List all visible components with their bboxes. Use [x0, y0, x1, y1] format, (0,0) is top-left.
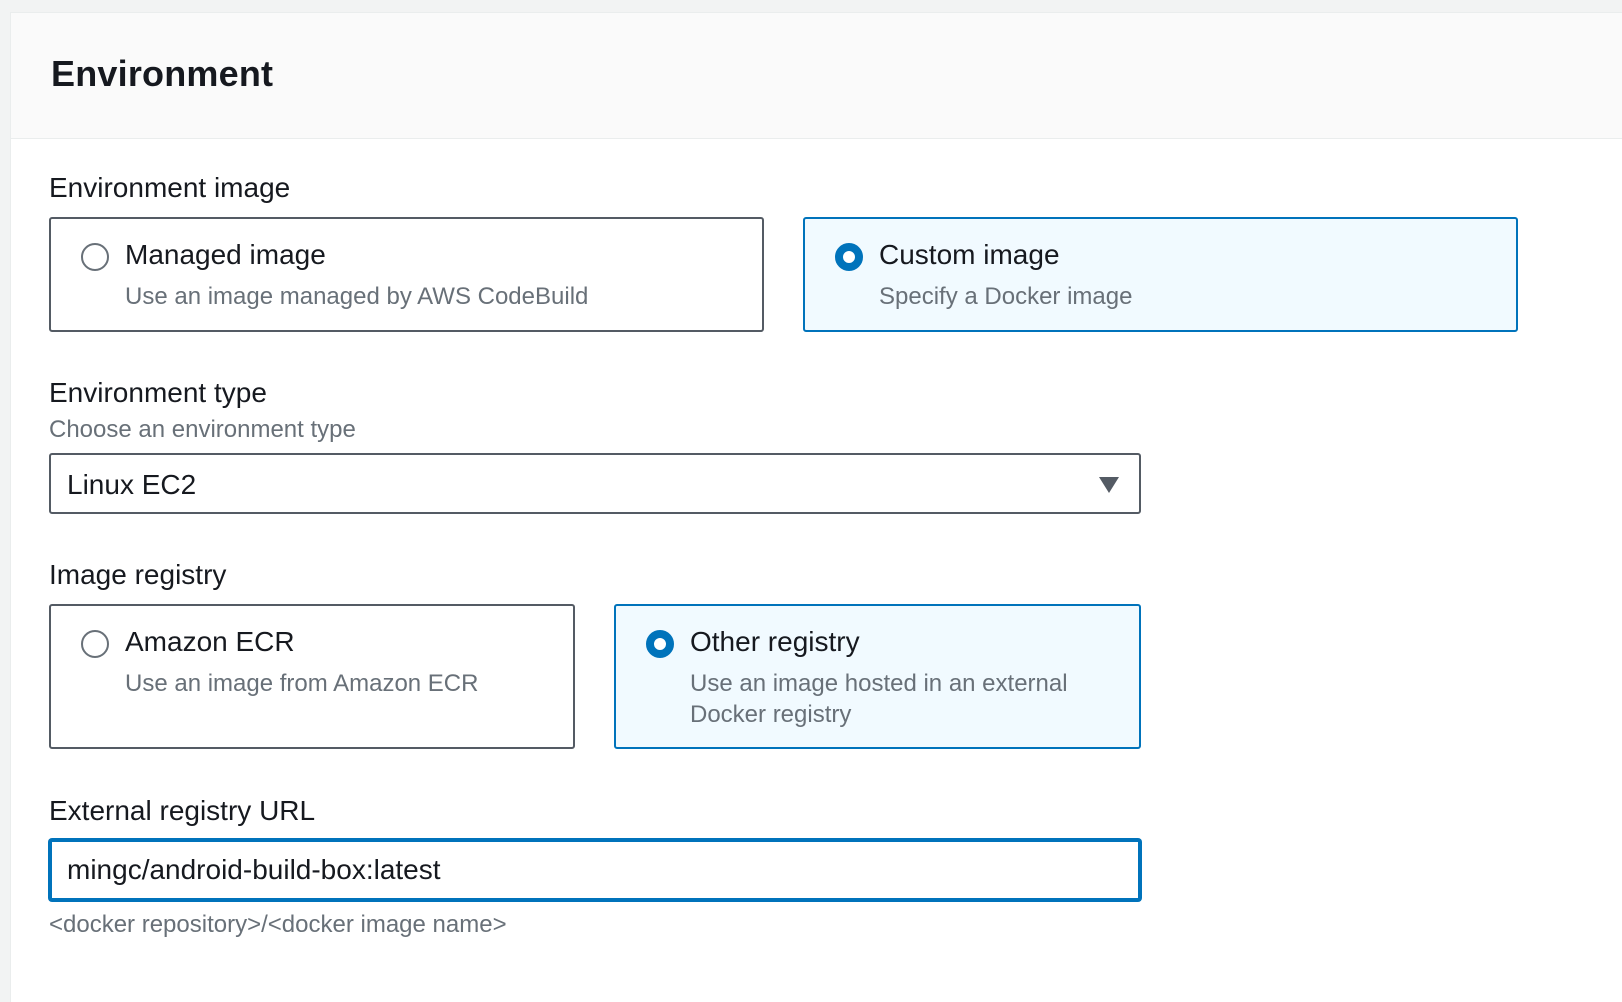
- panel-title: Environment: [51, 53, 274, 94]
- external-registry-url-input[interactable]: [49, 839, 1141, 901]
- custom-image-description: Specify a Docker image: [879, 283, 1133, 310]
- amazon-ecr-title: Amazon ECR: [125, 626, 295, 657]
- custom-image-title: Custom image: [879, 239, 1060, 270]
- external-registry-url-hint: <docker repository>/<docker image name>: [49, 911, 507, 938]
- custom-image-radio[interactable]: [835, 243, 863, 271]
- panel-header: Environment: [11, 13, 1622, 139]
- environment-type-label: Environment type: [49, 377, 267, 408]
- other-registry-option[interactable]: Other registry Use an image hosted in an…: [614, 604, 1141, 749]
- other-registry-title: Other registry: [690, 626, 860, 657]
- managed-image-description: Use an image managed by AWS CodeBuild: [125, 283, 589, 310]
- managed-image-title: Managed image: [125, 239, 326, 270]
- managed-image-radio[interactable]: [81, 243, 109, 271]
- other-registry-radio[interactable]: [646, 630, 674, 658]
- environment-type-select[interactable]: Linux EC2: [49, 453, 1141, 514]
- environment-image-label: Environment image: [49, 172, 291, 203]
- environment-type-description: Choose an environment type: [49, 416, 356, 443]
- amazon-ecr-option[interactable]: Amazon ECR Use an image from Amazon ECR: [49, 604, 575, 749]
- amazon-ecr-description: Use an image from Amazon ECR: [125, 670, 479, 697]
- environment-type-value: Linux EC2: [67, 469, 197, 500]
- caret-down-icon: [1099, 477, 1119, 493]
- managed-image-option[interactable]: Managed image Use an image managed by AW…: [49, 217, 764, 332]
- amazon-ecr-radio[interactable]: [81, 630, 109, 658]
- image-registry-label: Image registry: [49, 559, 227, 590]
- custom-image-option[interactable]: Custom image Specify a Docker image: [803, 217, 1518, 332]
- external-registry-url-label: External registry URL: [49, 795, 316, 826]
- other-registry-description: Use an image hosted in an external Docke…: [690, 670, 1068, 728]
